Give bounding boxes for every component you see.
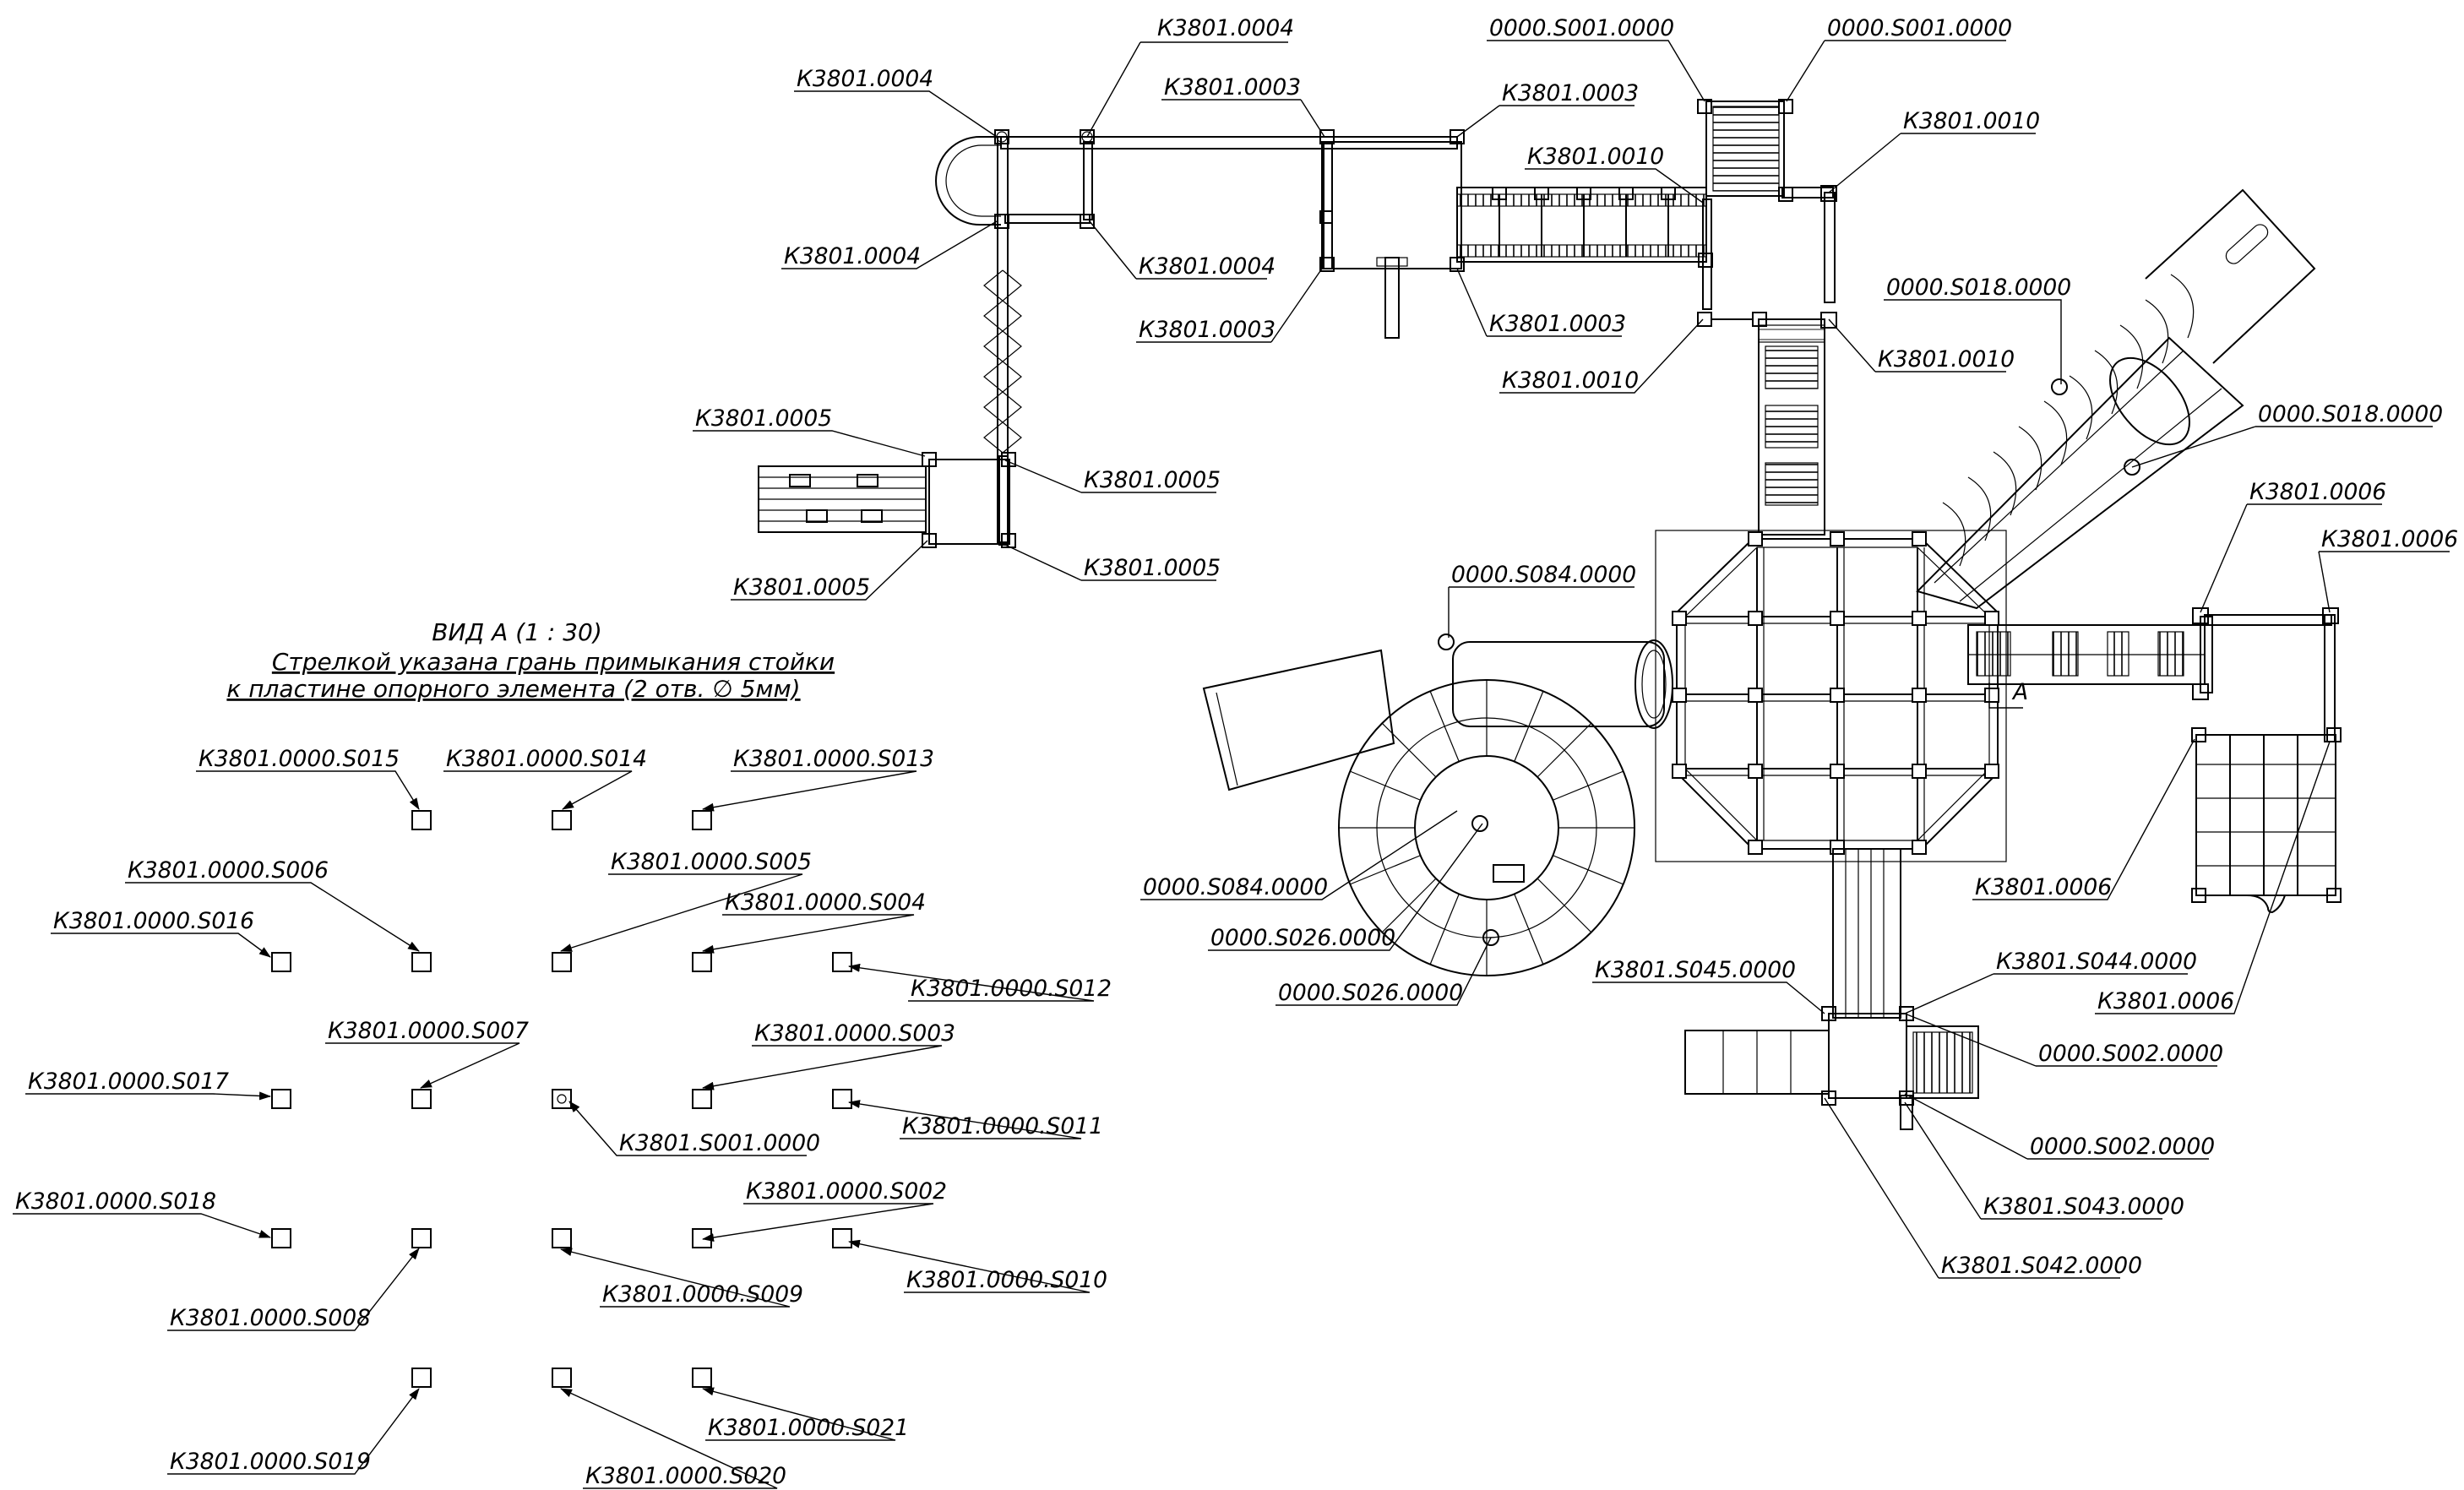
plate-labels: К3801.0000.S015 К3801.0000.S014 К3801.00… [15,746,1112,1489]
top-left-labels: К3801.0004 К3801.0004 К3801.0004 К3801.0… [695,15,2040,601]
right-wing [1967,607,2342,914]
callout-label: К3801.0010 [1502,367,1639,394]
callout-label: 0000.S084.0000 [1451,562,1636,588]
callout-label: К3801.0010 [1527,144,1664,170]
callout-label: К3801.0005 [695,405,832,432]
plate-label: К3801.0000.S007 [328,1018,529,1044]
callout-label: К3801.0004 [1139,253,1276,280]
bottom-structure [1684,848,1979,1130]
plate-label: К3801.S001.0000 [619,1130,820,1156]
callout-label: К3801.0003 [1489,311,1626,337]
callout-label: К3801.0004 [784,243,921,269]
plate-label: К3801.0000.S002 [746,1178,947,1205]
callout-label: 0000.S026.0000 [1278,980,1463,1006]
plate-label: К3801.0000.S004 [725,889,926,916]
callout-label: К3801.0010 [1878,346,2015,372]
callout-label: К3801.S043.0000 [1983,1194,2184,1220]
callout-label: 0000.S084.0000 [1143,874,1328,900]
view-a-title: ВИД А (1 : 30) Стрелкой указана грань пр… [226,618,2028,705]
callout-label: 0000.S018.0000 [2258,401,2443,427]
upper-left-frame [758,129,1465,548]
callout-label: К3801.0003 [1139,317,1276,343]
plate-label: К3801.0000.S014 [446,746,647,772]
plate-label: К3801.0000.S020 [585,1463,786,1489]
plate-label: К3801.0000.S003 [754,1020,955,1047]
callout-label: К3801.S045.0000 [1595,957,1796,983]
callout-label: К3801.0004 [797,66,933,92]
callout-label: К3801.S042.0000 [1941,1253,2142,1279]
bridge-and-stairs [1456,99,1837,536]
center-platform [1655,530,2007,862]
view-title: ВИД А (1 : 30) [432,618,602,646]
callout-label: 0000.S001.0000 [1827,15,2012,41]
plate-label: К3801.0000.S019 [170,1449,371,1475]
view-note-line1: Стрелкой указана грань примыкания стойки [272,648,835,676]
plate-label: К3801.0000.S018 [15,1188,216,1215]
callout-label: К3801.0006 [1975,874,2112,900]
callout-label: К3801.0005 [1084,555,1221,581]
view-note-line2: к пластине опорного элемента (2 отв. ∅ 5… [226,675,800,703]
callout-label: К3801.S044.0000 [1996,949,2197,975]
plate-label: К3801.0000.S008 [170,1305,371,1331]
plate-label: К3801.0000.S006 [128,857,329,884]
plate-label: К3801.0000.S017 [28,1069,229,1095]
plate-label: К3801.0000.S021 [708,1415,909,1441]
plate-label: К3801.0000.S009 [602,1281,803,1308]
right-labels: 0000.S018.0000 0000.S018.0000 0000.S084.… [1143,275,2458,1279]
callout-label: 0000.S026.0000 [1210,925,1395,951]
callout-label: К3801.0010 [1903,108,2040,134]
callout-label: 0000.S018.0000 [1886,275,2071,301]
callout-leaders [693,40,2450,1279]
callout-label: К3801.0006 [2249,479,2386,505]
plate-label: К3801.0000.S013 [733,746,934,772]
plate-label: К3801.0000.S010 [906,1267,1107,1293]
callout-label: К3801.0004 [1157,15,1294,41]
callout-label: К3801.0005 [733,574,870,601]
callout-label: 0000.S001.0000 [1489,15,1674,41]
plate-label: К3801.0000.S012 [911,976,1112,1002]
plate-label: К3801.0000.S005 [611,849,812,875]
callout-label: К3801.0003 [1164,74,1301,101]
view-marker: А [2011,679,2028,705]
callout-label: 0000.S002.0000 [2038,1041,2223,1067]
callout-label: К3801.0005 [1084,467,1221,493]
plate-label: К3801.0000.S011 [902,1113,1103,1139]
plate-label: К3801.0000.S016 [53,908,254,934]
plate-label: К3801.0000.S015 [199,746,400,772]
spiral-slide [1202,634,1673,976]
callout-label: К3801.0003 [1502,80,1639,106]
callout-label: 0000.S002.0000 [2030,1134,2215,1160]
tube-slide [1916,188,2316,610]
callout-label: К3801.0006 [2321,526,2458,552]
plate-grid [13,770,1095,1489]
callout-label: К3801.0006 [2097,988,2234,1014]
